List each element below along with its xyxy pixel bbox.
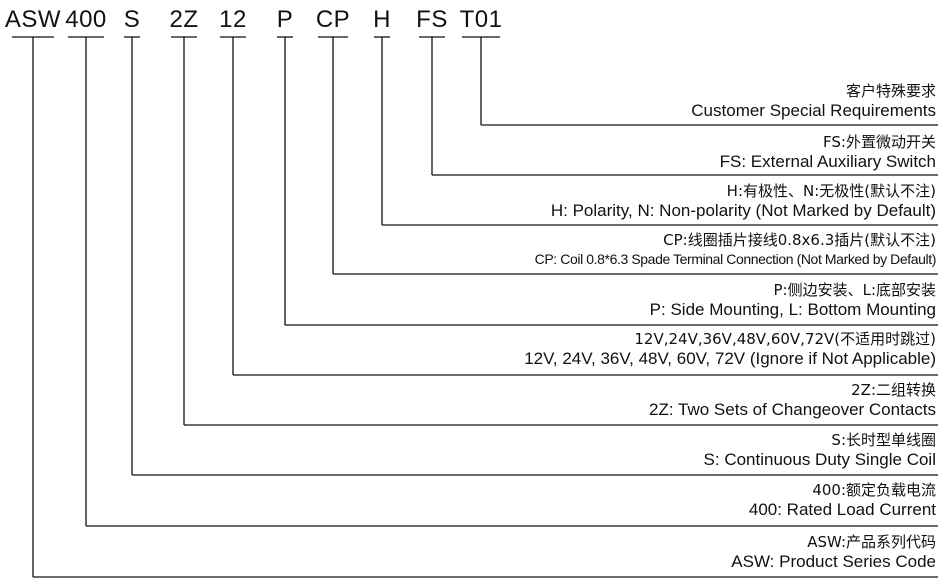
description-2z-en: 2Z: Two Sets of Changeover Contacts [649, 400, 936, 419]
code-part-fs: FS [416, 6, 448, 33]
description-s-en: S: Continuous Duty Single Coil [703, 450, 936, 469]
code-part-asw: ASW [4, 6, 62, 33]
code-part-h: H [373, 6, 391, 33]
description-12-cn: 12V,24V,36V,48V,60V,72V(不适用时跳过) [634, 330, 936, 348]
description-p: P:侧边安装、L:底部安装 P: Side Mounting, L: Botto… [650, 281, 936, 320]
description-fs: FS:外置微动开关 FS: External Auxiliary Switch [720, 133, 936, 172]
description-400: 400:额定负载电流 400: Rated Load Current [749, 481, 936, 520]
description-2z-cn: 2Z:二组转换 [851, 381, 936, 399]
code-part-p: P [276, 6, 294, 33]
description-asw-cn: ASW:产品系列代码 [807, 533, 936, 551]
description-cp-cn: CP:线圈插片接线0.8x6.3插片(默认不注) [663, 231, 936, 249]
description-t01-en: Customer Special Requirements [691, 101, 936, 120]
description-cp-en: CP: Coil 0.8*6.3 Spade Terminal Connecti… [534, 251, 937, 267]
description-12-en: 12V, 24V, 36V, 48V, 60V, 72V (Ignore if … [524, 349, 936, 368]
description-h-en: H: Polarity, N: Non-polarity (Not Marked… [550, 201, 936, 220]
code-part-s: S [123, 6, 141, 33]
code-part-t01: T01 [459, 6, 503, 33]
description-t01: 客户特殊要求 Customer Special Requirements [691, 82, 936, 121]
description-fs-cn: FS:外置微动开关 [823, 133, 936, 151]
description-asw-en: ASW: Product Series Code [731, 552, 936, 571]
description-s-cn: S:长时型单线圈 [831, 431, 936, 449]
description-t01-cn: 客户特殊要求 [845, 82, 936, 100]
description-asw: ASW:产品系列代码 ASW: Product Series Code [731, 533, 936, 572]
code-part-2z: 2Z [169, 6, 199, 33]
description-fs-en: FS: External Auxiliary Switch [719, 152, 936, 171]
description-400-cn: 400:额定负载电流 [812, 481, 936, 499]
description-h-cn: H:有极性、N:无极性(默认不注) [726, 182, 936, 200]
description-cp: CP:线圈插片接线0.8x6.3插片(默认不注) CP: Coil 0.8*6.… [534, 231, 937, 270]
code-part-400: 400 [65, 6, 107, 33]
description-h: H:有极性、N:无极性(默认不注) H: Polarity, N: Non-po… [551, 182, 936, 221]
code-part-12: 12 [219, 6, 247, 33]
code-part-cp: CP [315, 6, 351, 33]
description-400-en: 400: Rated Load Current [748, 500, 936, 519]
description-p-en: P: Side Mounting, L: Bottom Mounting [649, 300, 936, 319]
description-12: 12V,24V,36V,48V,60V,72V(不适用时跳过) 12V, 24V… [524, 330, 936, 369]
description-2z: 2Z:二组转换 2Z: Two Sets of Changeover Conta… [649, 381, 936, 420]
description-s: S:长时型单线圈 S: Continuous Duty Single Coil [704, 431, 936, 470]
description-p-cn: P:侧边安装、L:底部安装 [773, 281, 936, 299]
